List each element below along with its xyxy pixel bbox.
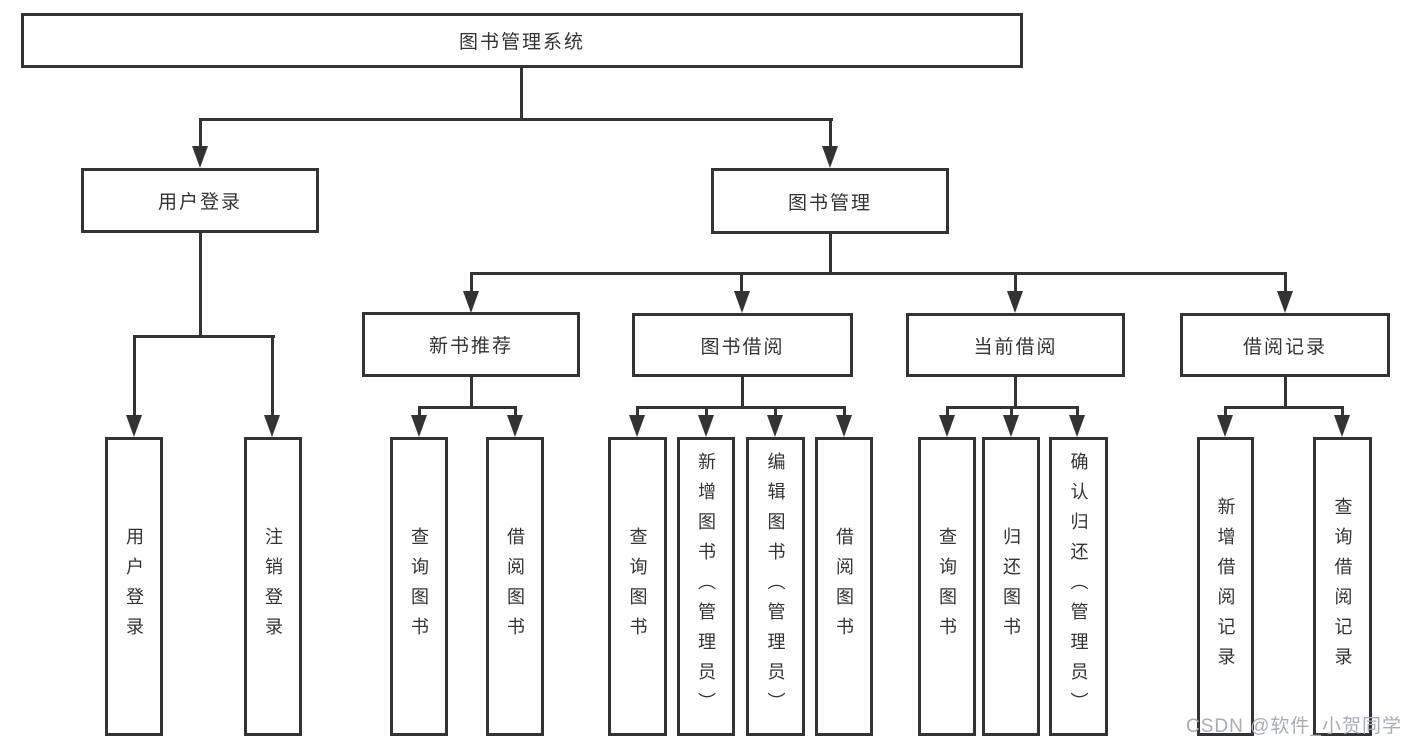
arrowhead-down-icon (507, 415, 523, 437)
leaf-edit-book-admin: 编辑图书（管理员） (746, 437, 805, 736)
connector-line (1076, 409, 1079, 417)
leaf-add-borrow-record: 新增借阅记录 (1197, 437, 1254, 736)
arrowhead-down-icon (629, 415, 645, 437)
connector-line (636, 406, 846, 409)
connector-line (1010, 409, 1013, 417)
node-current-borrow: 当前借阅 (906, 313, 1125, 377)
arrowhead-down-icon (463, 291, 479, 313)
arrowhead-down-icon (126, 415, 142, 437)
connector-line (199, 233, 202, 337)
node-book-management: 图书管理 (711, 168, 949, 234)
arrowhead-down-icon (1277, 291, 1293, 313)
connector-line (774, 409, 777, 417)
arrowhead-down-icon (836, 415, 852, 437)
connector-line (946, 409, 949, 417)
connector-line (1284, 377, 1287, 408)
connector-line (946, 406, 1079, 409)
arrowhead-down-icon (1334, 415, 1350, 437)
connector-line (271, 338, 274, 416)
leaf-query-books-recommend: 查询图书 (390, 437, 448, 736)
node-borrow-records: 借阅记录 (1180, 313, 1390, 377)
leaf-borrow-book: 借阅图书 (815, 437, 873, 736)
connector-line (829, 120, 832, 148)
arrowhead-down-icon (939, 415, 955, 437)
leaf-return-book: 归还图书 (982, 437, 1040, 736)
connector-line (705, 409, 708, 417)
connector-line (1224, 406, 1344, 409)
leaf-query-borrow-record: 查询借阅记录 (1313, 437, 1372, 736)
connector-line (133, 338, 136, 416)
leaf-borrow-books-recommend: 借阅图书 (486, 437, 544, 736)
leaf-confirm-return-admin: 确认归还（管理员） (1049, 437, 1108, 736)
arrowhead-down-icon (192, 146, 208, 168)
connector-line (133, 335, 275, 338)
arrowhead-down-icon (1069, 415, 1085, 437)
connector-line (636, 409, 639, 417)
connector-line (520, 68, 523, 120)
connector-line (199, 118, 833, 121)
node-book-borrow: 图书借阅 (632, 313, 853, 377)
arrowhead-down-icon (734, 291, 750, 313)
connector-line (1284, 275, 1287, 293)
connector-line (470, 272, 1287, 275)
arrowhead-down-icon (767, 415, 783, 437)
arrowhead-down-icon (1007, 291, 1023, 313)
connector-line (843, 409, 846, 417)
connector-line (470, 275, 473, 293)
connector-line (199, 120, 202, 148)
node-user-login: 用户登录 (81, 168, 319, 233)
connector-line (1014, 377, 1017, 408)
connector-line (418, 409, 421, 417)
arrowhead-down-icon (411, 415, 427, 437)
connector-line (1341, 409, 1344, 417)
leaf-user-login: 用户登录 (105, 437, 163, 736)
leaf-query-books-current: 查询图书 (918, 437, 976, 736)
connector-line (741, 377, 744, 408)
connector-line (514, 409, 517, 417)
arrowhead-down-icon (698, 415, 714, 437)
leaf-add-book-admin: 新增图书（管理员） (677, 437, 735, 736)
connector-line (1014, 275, 1017, 293)
csdn-watermark: CSDN @软件_小贺同学 (1186, 716, 1402, 737)
arrowhead-down-icon (822, 146, 838, 168)
leaf-logout: 注销登录 (244, 437, 302, 736)
connector-line (829, 234, 832, 274)
arrowhead-down-icon (1217, 415, 1233, 437)
node-root: 图书管理系统 (21, 13, 1023, 68)
arrowhead-down-icon (1003, 415, 1019, 437)
node-new-book-recommend: 新书推荐 (362, 312, 580, 377)
connector-line (418, 406, 517, 409)
connector-line (470, 377, 473, 408)
arrowhead-down-icon (264, 415, 280, 437)
leaf-query-books-borrow: 查询图书 (608, 437, 667, 736)
connector-line (740, 275, 743, 293)
connector-line (1224, 409, 1227, 417)
